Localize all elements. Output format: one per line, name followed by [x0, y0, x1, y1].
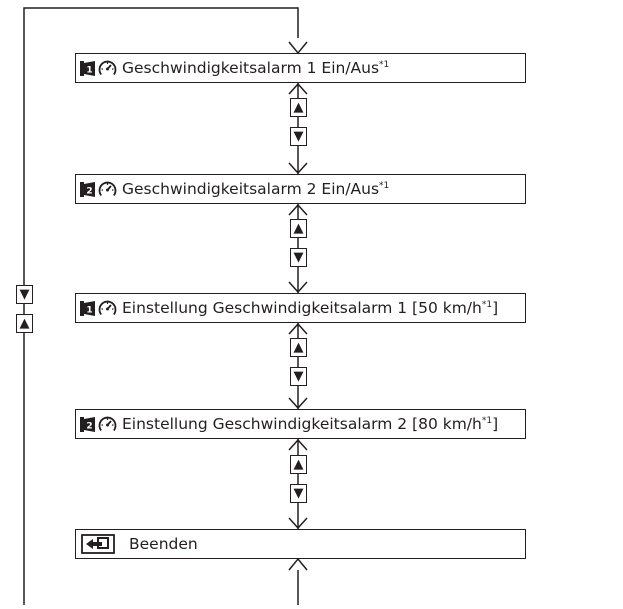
up-arrow-icon: ▲	[293, 340, 304, 355]
menu-item-label: Geschwindigkeitsalarm 1 Ein/Aus*1	[122, 59, 390, 77]
speedometer-icon	[98, 59, 117, 78]
up-arrow-icon: ▲	[293, 100, 304, 115]
up-arrow-icon: ▲	[293, 457, 304, 472]
svg-text:1: 1	[86, 65, 92, 75]
down-button: ▼	[290, 127, 307, 146]
menu-item-label: Einstellung Geschwindigkeitsalarm 2 [80 …	[122, 415, 499, 433]
svg-text:1: 1	[86, 305, 92, 315]
down-arrow-icon: ▼	[293, 129, 304, 144]
menu-item-speed-alarm-1-toggle: 1 Geschwindigkeitsalarm 1 Ein/Aus*1	[75, 53, 526, 83]
speedometer-icon	[98, 299, 117, 318]
side-down-button: ▼	[16, 285, 33, 304]
menu-item-exit: Beenden	[75, 529, 526, 559]
speed-alarm-2-icon: 2	[80, 416, 95, 432]
speed-alarm-1-icon: 1	[80, 60, 95, 76]
menu-item-speed-alarm-1-setting: 1 Einstellung Geschwindigkeitsalarm 1 [5…	[75, 293, 526, 323]
up-button: ▲	[290, 455, 307, 474]
down-button: ▼	[290, 367, 307, 386]
svg-text:2: 2	[86, 421, 92, 431]
arrowhead-down	[288, 41, 308, 55]
down-button: ▼	[290, 484, 307, 503]
menu-item-label: Einstellung Geschwindigkeitsalarm 1 [50 …	[122, 299, 499, 317]
down-arrow-icon: ▼	[293, 486, 304, 501]
back-icon	[81, 534, 115, 554]
down-button: ▼	[290, 248, 307, 267]
menu-item-speed-alarm-2-setting: 2 Einstellung Geschwindigkeitsalarm 2 [8…	[75, 409, 526, 439]
down-arrow-icon: ▼	[293, 250, 304, 265]
menu-item-speed-alarm-2-toggle: 2 Geschwindigkeitsalarm 2 Ein/Aus*1	[75, 174, 526, 204]
up-arrow-icon: ▲	[293, 221, 304, 236]
speedometer-icon	[98, 180, 117, 199]
speedometer-icon	[98, 415, 117, 434]
svg-text:2: 2	[86, 186, 92, 196]
up-button: ▲	[290, 219, 307, 238]
up-button: ▲	[290, 98, 307, 117]
speed-alarm-2-icon: 2	[80, 181, 95, 197]
up-arrow-icon: ▲	[19, 316, 30, 331]
side-up-button: ▲	[16, 314, 33, 333]
speed-alarm-1-icon: 1	[80, 300, 95, 316]
down-arrow-icon: ▼	[19, 287, 30, 302]
up-button: ▲	[290, 338, 307, 357]
down-arrow-icon: ▼	[293, 369, 304, 384]
menu-item-label: Beenden	[129, 535, 198, 553]
loop-line	[23, 7, 299, 605]
menu-item-label: Geschwindigkeitsalarm 2 Ein/Aus*1	[122, 180, 390, 198]
arrowhead-up	[288, 557, 308, 571]
